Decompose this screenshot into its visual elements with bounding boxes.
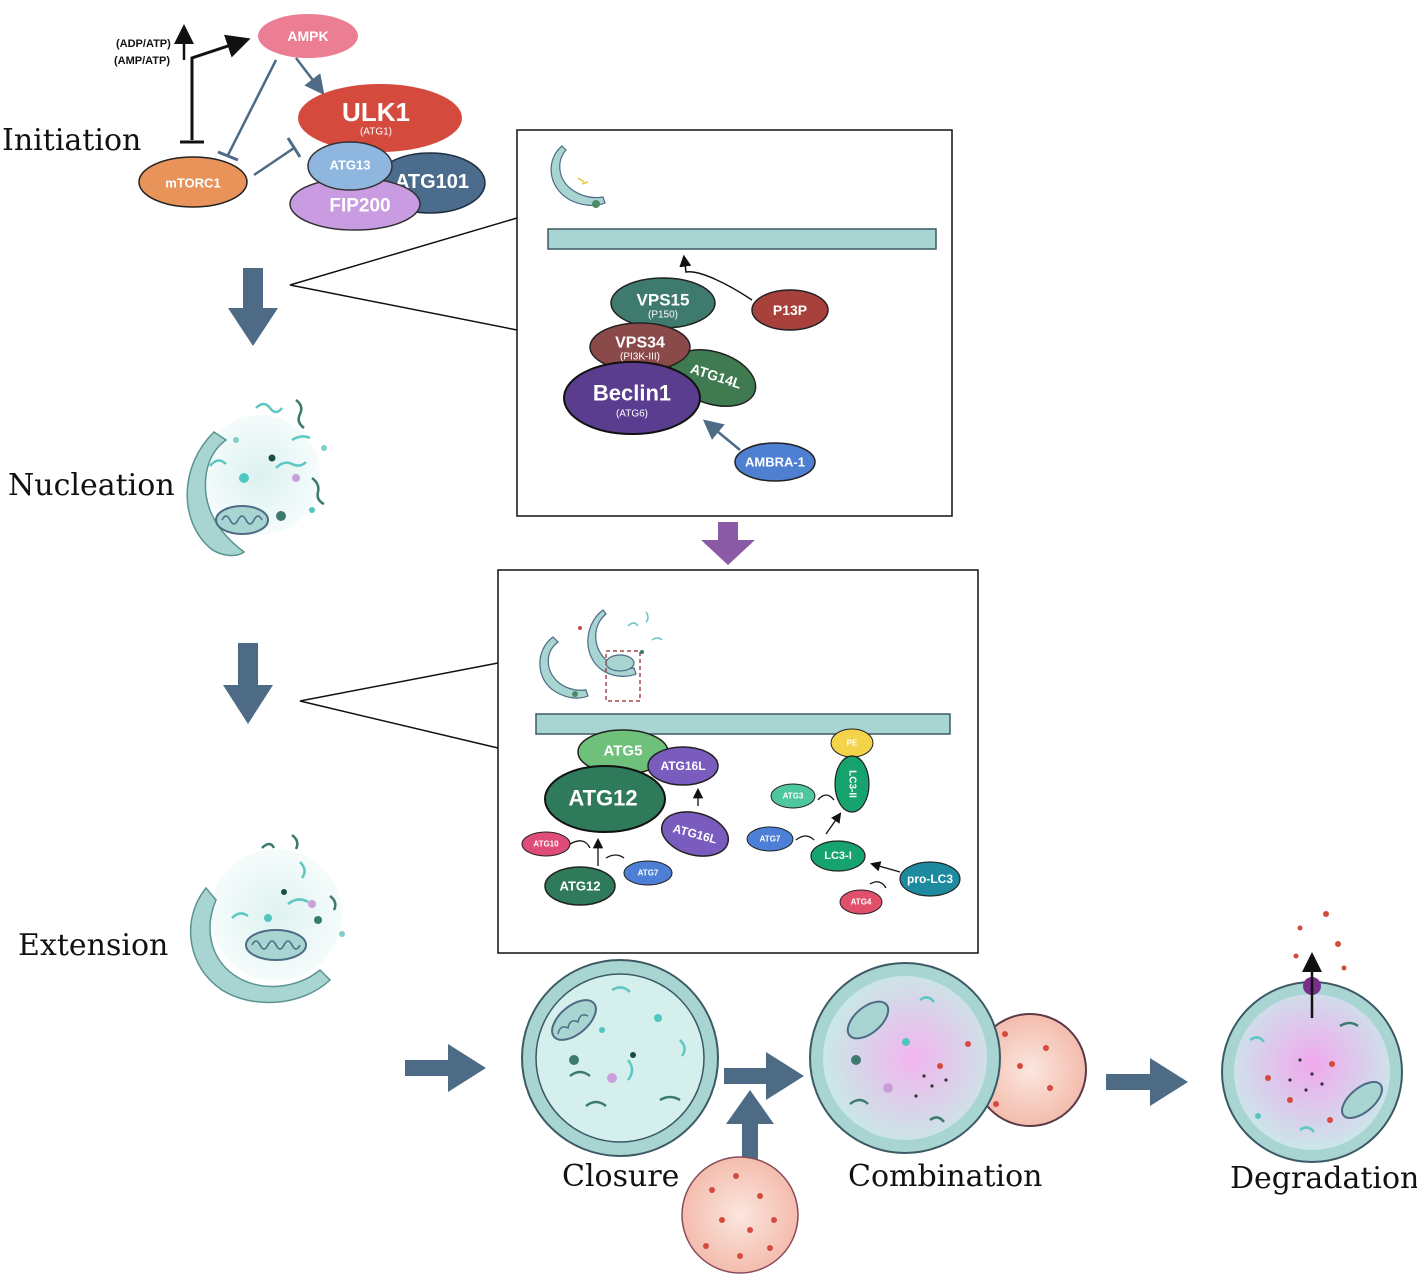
extension-phagophore (189, 834, 345, 1004)
up-arrow-lysosome (726, 1090, 774, 1160)
beclin1-protein (563, 361, 701, 435)
atg16l-top-label: ATG16L (660, 759, 705, 773)
lc3-ii-protein (834, 755, 870, 813)
mtorc1-inhibit-bar (286, 137, 302, 158)
pro-lc3-label: pro-LC3 (907, 872, 953, 886)
mitochondrion-icon (1341, 1081, 1383, 1119)
er-membrane (547, 228, 937, 250)
p13p-conversion-arrow (679, 254, 753, 301)
atg13-label: ATG13 (330, 158, 371, 173)
atg7-left-protein (623, 860, 673, 886)
combination-autolysosome (809, 962, 1087, 1154)
atg4-protein (839, 889, 883, 915)
right-arrow-to-closure (405, 1044, 486, 1092)
ratio-amp-atp: (AMP/ATP) (114, 55, 170, 67)
ulk1-protein (298, 84, 462, 152)
stage-label-closure: Closure (562, 1159, 679, 1194)
p13p-protein (751, 289, 829, 331)
down-arrow-purple (701, 522, 755, 565)
vps15-sublabel: (P150) (648, 310, 678, 321)
atg3-label: ATG3 (783, 792, 804, 801)
mini-phagophores-icon (539, 609, 663, 702)
closure-autophagosome (521, 959, 719, 1157)
stage-label-degradation: Degradation (1230, 1161, 1417, 1196)
pro-lc3-protein (899, 861, 961, 897)
atg7-left-label: ATG7 (638, 869, 659, 878)
atg101-label: ATG101 (395, 171, 469, 193)
nucleation-phagophore (186, 399, 327, 557)
down-arrow-initiation (228, 268, 278, 346)
atg12-main-label: ATG12 (568, 786, 637, 811)
atg12-low-label: ATG12 (560, 879, 601, 894)
atg12-main-protein (544, 765, 666, 833)
ratio-adp-atp: (ADP/ATP) (116, 38, 171, 50)
right-arrow-to-combination (724, 1052, 804, 1100)
lysosome (681, 1156, 799, 1274)
right-arrow-to-degradation (1106, 1058, 1188, 1106)
ulk1-label: ULK1 (342, 97, 410, 127)
ulk1-sublabel: (ATG1) (360, 127, 392, 138)
lc3-i-protein (810, 840, 866, 872)
mtorc1-inhibits-ulk1 (253, 146, 295, 177)
atg4-label: ATG4 (851, 898, 872, 907)
lc3-ii-label: LC3-II (847, 770, 858, 798)
callout-line-nucleation (289, 217, 518, 331)
energy-sensing-arrow (190, 34, 251, 140)
atg16l-protein-low (660, 811, 730, 857)
atg16l-protein-top (647, 746, 719, 786)
atg7-right-label: ATG7 (760, 835, 781, 844)
mitochondrion-icon (846, 1000, 890, 1040)
degradation-autolysosome (1221, 911, 1403, 1163)
mitochondrion-icon (245, 929, 307, 961)
vps34-sublabel: (PI3K-III) (620, 352, 660, 363)
atg12-low-protein (544, 866, 616, 906)
ampk-activates-ulk1 (295, 57, 325, 96)
callout-line-extension (299, 662, 499, 749)
mitochondrion-icon (551, 999, 597, 1041)
stage-label-initiation: Initiation (2, 123, 141, 158)
mtorc1-label: mTORC1 (165, 176, 220, 191)
nucleation-zoom-panel (516, 129, 953, 517)
ampk-protein (258, 14, 358, 58)
fip200-label: FIP200 (329, 196, 390, 217)
p13p-label: P13P (773, 302, 807, 318)
vps34-label: VPS34 (615, 335, 665, 352)
atg5-label: ATG5 (604, 743, 643, 760)
stage-label-nucleation: Nucleation (8, 468, 175, 503)
beclin1-label: Beclin1 (593, 381, 671, 406)
mtorc1-protein (138, 156, 248, 208)
atg7-right-protein (746, 826, 794, 852)
ambra1-protein (734, 442, 816, 482)
atg10-label: ATG10 (533, 840, 559, 849)
atg3-protein (770, 783, 816, 809)
vps15-label: VPS15 (637, 291, 690, 310)
nucleation-panel-contents: P13P ATG14L VPS15 (P150) VPS34 (PI3K-III… (547, 145, 937, 482)
ampk-inhibits-mtorc1 (226, 59, 278, 156)
er-membrane-extension (535, 713, 951, 735)
lc3-i-label: LC3-I (824, 850, 852, 862)
mitochondrion-icon (215, 505, 269, 535)
pe-label: PE (847, 739, 858, 748)
initiation-complex: (ADP/ATP) (AMP/ATP) AMPK mTORC1 ATG101 F… (114, 14, 486, 231)
ambra1-arrow (702, 419, 741, 451)
stage-label-extension: Extension (18, 928, 168, 963)
down-arrow-nucleation (223, 643, 273, 724)
mini-phagophore-icon (550, 145, 606, 206)
ampk-inhibit-bar (217, 150, 239, 162)
extension-panel-contents: ATG5 ATG16L ATG12 ATG16L ATG10 ATG12 ATG… (521, 609, 961, 915)
ampk-label: AMPK (287, 28, 328, 44)
stage-label-combination: Combination (848, 1159, 1043, 1194)
atg13-protein (307, 141, 393, 191)
ambra1-label: AMBRA-1 (745, 455, 805, 470)
beclin1-sublabel: (ATG6) (616, 409, 648, 420)
